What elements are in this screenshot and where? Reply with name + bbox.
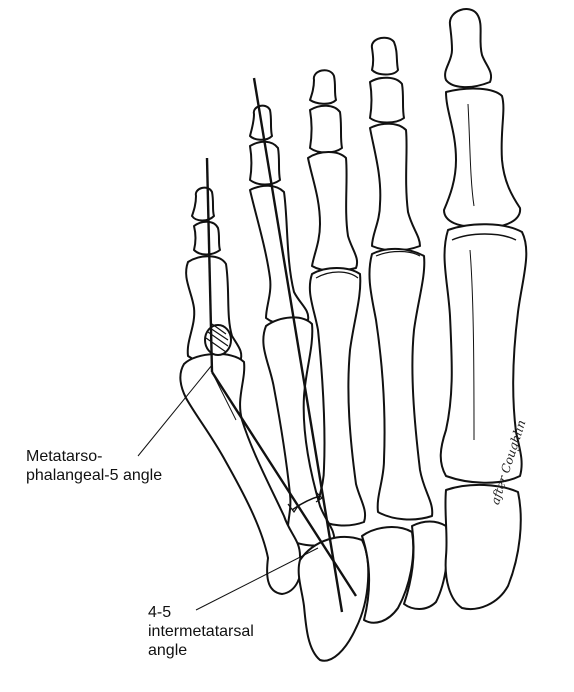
im-label-line-1: 4-5: [148, 604, 172, 621]
fourth-proximal-phalanx: [249, 184, 310, 326]
third-distal-phalanx: [309, 69, 337, 105]
fifth-metatarsal-axis-line: [210, 371, 358, 597]
second-middle-phalanx: [369, 76, 405, 124]
third-middle-phalanx: [309, 104, 343, 154]
mtp-label-line-2: phalangeal-5 angle: [26, 467, 163, 484]
im-label-line-2: intermetatarsal: [148, 623, 254, 640]
mtp-label-line-1: Metatarso-: [26, 448, 103, 465]
first-ray-bones: [439, 8, 528, 484]
medial-cuneiform: [444, 483, 522, 610]
im-label-line-3: angle: [148, 642, 188, 659]
fifth-metatarsal-axis-extension: [211, 371, 237, 421]
first-metatarsal: [439, 223, 528, 484]
lateral-cuneiform: [361, 526, 415, 624]
fifth-distal-phalanx: [191, 186, 215, 222]
metatarsophalangeal-angle-label: Metatarso- phalangeal-5 angle: [26, 447, 162, 485]
third-proximal-phalanx: [307, 151, 358, 272]
second-metatarsal: [368, 248, 434, 521]
intermetatarsal-angle-arc: [291, 495, 321, 511]
third-metatarsal: [308, 267, 366, 527]
cuboid: [297, 535, 370, 662]
fourth-ray-bones: [249, 104, 336, 547]
second-ray-bones: [368, 36, 434, 521]
fourth-middle-phalanx: [249, 140, 281, 186]
midfoot-bones: [297, 483, 522, 662]
third-ray-bones: [307, 69, 366, 527]
fifth-ray-bones: [179, 186, 302, 595]
second-proximal-phalanx: [369, 122, 421, 252]
fifth-metatarsal: [179, 352, 302, 595]
first-proximal-phalanx: [443, 87, 522, 228]
im-angle-leader-line: [195, 547, 319, 611]
fourth-metatarsal-axis-line: [252, 77, 344, 613]
intermediate-cuneiform: [403, 520, 449, 610]
intermetatarsal-angle-label: 4-5 intermetatarsal angle: [148, 603, 254, 660]
fifth-phalanx-axis-line: [205, 157, 214, 373]
fifth-middle-phalanx: [193, 220, 221, 256]
mtp-angle-leader-line: [137, 364, 213, 457]
second-distal-phalanx: [370, 36, 399, 76]
first-distal-phalanx: [444, 8, 492, 88]
